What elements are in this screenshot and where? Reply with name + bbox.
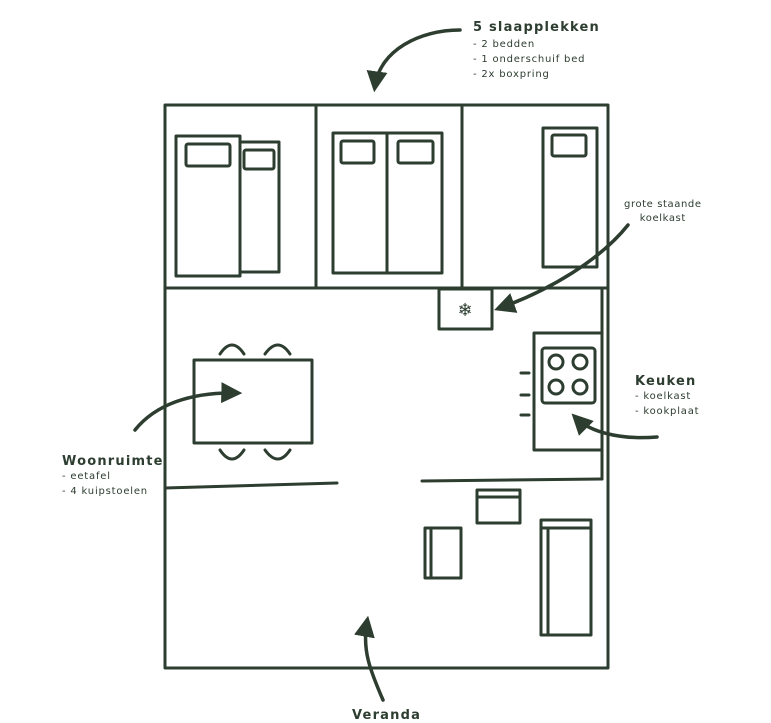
bed-single xyxy=(541,126,599,269)
arrow-to-fridge xyxy=(494,223,630,313)
chair xyxy=(218,343,246,356)
living-title: Woonruimte xyxy=(62,454,164,469)
arrow-to-kitchen xyxy=(571,413,659,440)
arrow-to-bedrooms xyxy=(366,28,462,93)
kitchen-title: Keuken xyxy=(635,374,697,389)
list-item: - 1 onderschuif bed xyxy=(473,54,586,65)
veranda-wall xyxy=(163,481,339,490)
list-item: - 2x boxpring xyxy=(473,69,550,80)
veranda-chair xyxy=(475,488,522,525)
fridge-annotation: grote staande koelkast xyxy=(624,198,702,226)
fridge-label-line1: grote staande xyxy=(624,199,702,210)
sleeping-annotation: 5 slaapplekken - 2 bedden - 1 onderschui… xyxy=(473,20,600,82)
list-item: - kookplaat xyxy=(635,406,700,417)
list-item: - koelkast xyxy=(635,391,692,402)
bed-double-pullout xyxy=(174,134,281,278)
veranda-bench xyxy=(539,518,593,637)
bed-boxspring-pair xyxy=(331,131,444,275)
chair xyxy=(218,448,246,461)
chair xyxy=(263,448,292,461)
sleeping-title: 5 slaapplekken xyxy=(473,20,601,35)
arrow-to-veranda xyxy=(354,615,385,702)
veranda-wall xyxy=(420,477,604,483)
list-item: - eetafel xyxy=(62,471,111,482)
kitchen-annotation: Keuken - koelkast - kookplaat xyxy=(635,374,699,419)
veranda-chair xyxy=(423,526,463,580)
snowflake-icon: ❄ xyxy=(457,300,472,321)
outer-wall xyxy=(163,103,610,670)
fridge-label-line2: koelkast xyxy=(639,213,686,224)
four-burner-icon xyxy=(540,346,597,405)
arrow-to-table xyxy=(133,382,243,432)
fridge-box xyxy=(437,287,494,331)
living-annotation: Woonruimte - eetafel - 4 kuipstoelen xyxy=(62,454,164,499)
dining-table xyxy=(192,358,314,445)
kitchen-counter xyxy=(532,331,604,452)
list-item: - 4 kuipstoelen xyxy=(62,486,148,497)
list-item: - 2 bedden xyxy=(473,39,536,50)
veranda-label: Veranda xyxy=(352,708,422,723)
chair xyxy=(263,343,292,356)
